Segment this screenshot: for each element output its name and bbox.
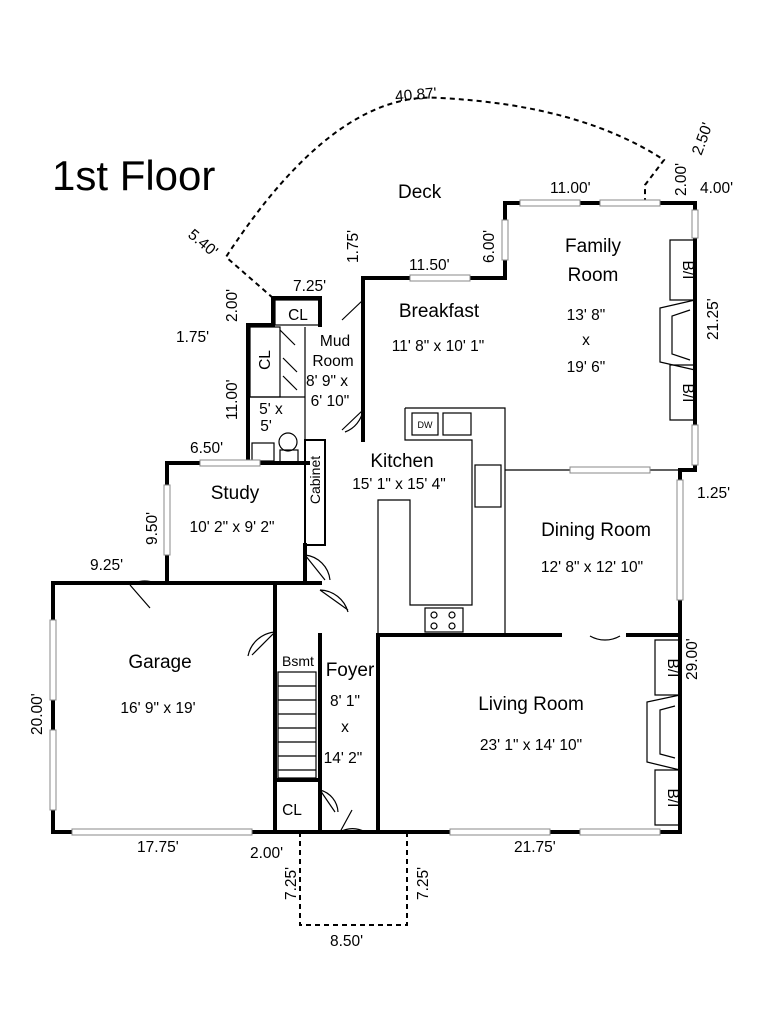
dim-family-right: 21.25': [705, 298, 722, 340]
breakfast-size: 11' 8" x 10' 1": [392, 338, 484, 355]
foyer-closet-label: CL: [282, 802, 302, 819]
dim-garage-top: 9.25': [90, 557, 123, 574]
windows: [49, 199, 699, 836]
deck-label: Deck: [398, 182, 442, 203]
living-room-label: Living Room: [478, 694, 584, 715]
dim-garage-left: 20.00': [29, 693, 46, 735]
foyer-size-x: x: [341, 719, 349, 736]
foyer-label: Foyer: [326, 660, 375, 681]
kitchen-counters: [377, 407, 506, 635]
dim-breakfast-top: 11.50': [409, 257, 450, 274]
dim-family-top: 11.00': [550, 180, 591, 197]
dim-study-left: 9.50': [144, 512, 161, 545]
dim-mud-left-b: 1.75': [176, 329, 209, 346]
dim-study-top: 6.50': [190, 440, 223, 457]
dining-room-label: Dining Room: [541, 520, 651, 541]
half-bath-size-line2: 5': [260, 418, 272, 435]
dim-dining-right: 1.25': [697, 485, 730, 502]
fireplaces: [646, 299, 696, 771]
built-ins: [654, 239, 695, 826]
family-room-label-line2: Room: [568, 265, 619, 286]
front-porch-outline: [299, 832, 408, 926]
kitchen-size: 15' 1" x 15' 4": [352, 476, 446, 493]
doors: [129, 299, 621, 833]
dim-family-top-right: 4.00': [700, 180, 733, 197]
dim-porch-right: 7.25': [415, 867, 432, 900]
dim-mud-left-a: 2.00': [224, 289, 241, 322]
dining-room-size: 12' 8" x 12' 10": [541, 559, 643, 576]
dishwasher-label: DW: [418, 420, 433, 430]
floor-title: 1st Floor: [52, 152, 215, 199]
study-label: Study: [211, 483, 260, 504]
basement-stairs: [277, 671, 317, 779]
dim-deck-right-a: 2.00': [673, 163, 690, 196]
living-builtin-top-label: B/I: [664, 659, 681, 678]
dim-living-bottom: 21.75': [514, 839, 556, 856]
garage-size: 16' 9" x 19': [120, 700, 195, 717]
dim-step: 6.00': [481, 230, 498, 263]
foyer-size-line1: 8' 1": [330, 693, 360, 710]
foyer-size-line2: 14' 2": [324, 750, 363, 767]
living-builtin-bottom-label: B/I: [664, 789, 681, 808]
garage-label: Garage: [128, 652, 191, 673]
interior-partitions: [249, 299, 321, 463]
mud-room-label-line2: Room: [312, 353, 353, 370]
half-bath-size-line1: 5' x: [259, 401, 283, 418]
family-builtin-top-label: B/I: [679, 261, 696, 280]
dim-mud-top: 7.25': [293, 278, 326, 295]
dim-porch-bottom: 8.50': [330, 933, 363, 950]
mud-room-size-line2: 6' 10": [311, 393, 350, 410]
mud-closet-label: CL: [288, 307, 308, 324]
deck-outline: [224, 96, 666, 299]
dim-mud-left-c: 11.00': [224, 379, 241, 420]
dim-deck-right-b: 2.50': [689, 120, 716, 157]
family-builtin-bottom-label: B/I: [679, 384, 696, 403]
study-size: 10' 2" x 9' 2": [189, 519, 274, 536]
dim-mud-right: 1.75': [345, 230, 362, 263]
family-room-size-width: 13' 8": [567, 307, 606, 324]
dim-living-right: 29.00': [684, 638, 701, 680]
living-room-size: 23' 1" x 14' 10": [480, 737, 582, 754]
family-room-size-x: x: [582, 332, 590, 349]
family-room-label-line1: Family: [565, 236, 621, 257]
dim-porch-left: 7.25': [283, 867, 300, 900]
dim-deck-arc: 40.87': [394, 85, 437, 106]
dim-garage-bottom: 17.75': [137, 839, 179, 856]
breakfast-label: Breakfast: [399, 301, 480, 322]
kitchen-label: Kitchen: [370, 451, 433, 472]
dim-bottom-left: 2.00': [250, 845, 283, 862]
basement-label: Bsmt: [282, 653, 314, 669]
dim-deck-left: 5.40': [184, 226, 220, 260]
cabinet-label: Cabinet: [307, 456, 323, 504]
family-room-size-height: 19' 6": [567, 359, 606, 376]
bath-closet-label: CL: [257, 350, 274, 370]
mud-room-label-line1: Mud: [320, 333, 350, 350]
mud-room-size-line1: 8' 9" x: [306, 373, 348, 390]
